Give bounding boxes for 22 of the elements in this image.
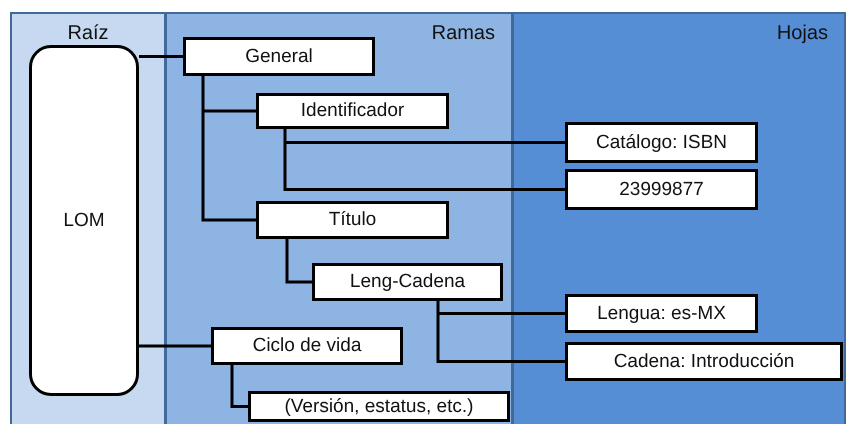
element-box: 23999877	[565, 169, 758, 210]
connector-line	[286, 239, 312, 284]
connector-line	[230, 365, 248, 408]
element-box: Identificador	[256, 93, 449, 129]
connector-line	[139, 55, 183, 58]
element-box: Catálogo: ISBN	[565, 122, 758, 163]
connector-line	[202, 76, 256, 222]
column-panel	[512, 12, 846, 424]
element-box: Título	[256, 201, 449, 239]
column-heading: Ramas	[432, 22, 495, 45]
element-box: Leng-Cadena	[312, 263, 503, 301]
root-box: LOM	[29, 45, 139, 396]
element-box: (Versión, estatus, etc.)	[248, 391, 510, 422]
column-heading: Hojas	[776, 22, 828, 45]
column-panel	[10, 12, 166, 424]
element-box: Cadena: Introducción	[565, 342, 843, 381]
element-box: General	[183, 37, 375, 76]
column-panel	[165, 12, 513, 424]
element-box: Lengua: es-MX	[565, 294, 758, 333]
element-box: Ciclo de vida	[211, 327, 403, 365]
column-heading: Raíz	[66, 22, 110, 45]
connector-line	[139, 344, 211, 348]
